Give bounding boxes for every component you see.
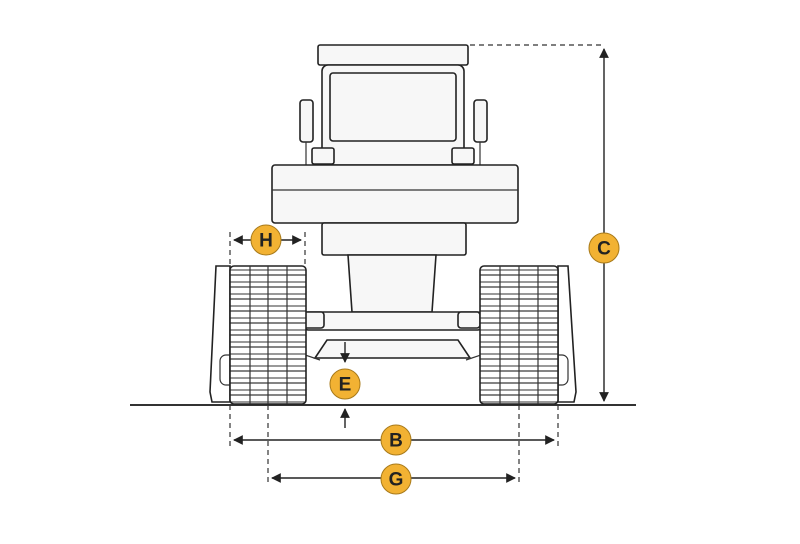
belly-pan: [313, 339, 472, 359]
left-track: [209, 265, 307, 405]
cab-roof: [317, 44, 469, 66]
right-mirror: [473, 99, 488, 143]
left-track-frame: [209, 265, 231, 403]
badge-h: H: [250, 224, 282, 256]
upper-housing: [271, 164, 519, 224]
machine-front-view: [271, 44, 519, 361]
label-e: E: [339, 375, 352, 396]
label-c: C: [597, 239, 611, 260]
label-g: G: [389, 470, 404, 491]
badge-e: E: [329, 368, 361, 400]
right-lamp: [451, 147, 475, 165]
badge-b: B: [380, 424, 412, 456]
label-b: B: [389, 431, 403, 452]
cab-window: [329, 72, 457, 142]
lower-housing: [321, 222, 467, 256]
right-track: [479, 265, 577, 405]
center-column: [347, 254, 437, 313]
left-lamp: [311, 147, 335, 165]
undercarriage-frame: [304, 311, 482, 331]
badge-g: G: [380, 463, 412, 495]
dimension-c: [470, 44, 609, 402]
left-mirror: [299, 99, 314, 143]
badge-c: C: [588, 232, 620, 264]
label-h: H: [259, 231, 273, 252]
